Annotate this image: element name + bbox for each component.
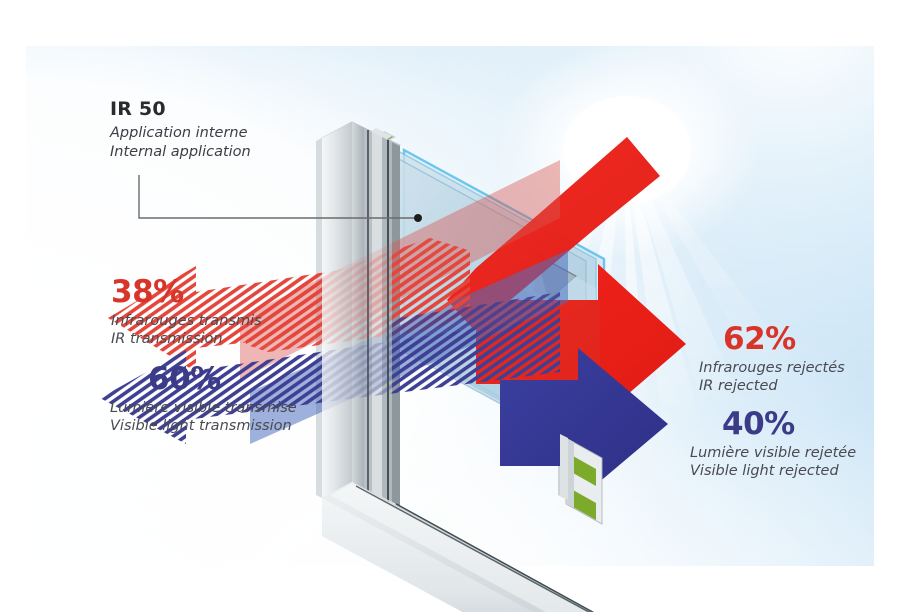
metric-visible-transmission: 60% Lumière visible transmise Visible li… — [110, 361, 297, 436]
callout-line-fr: Application interne — [110, 125, 248, 141]
metric-ir-rejected-label-fr: Infrarouges rejectés — [699, 359, 845, 376]
metric-visible-rejected: 40% Lumière visible rejetée Visible ligh… — [690, 406, 857, 481]
metric-ir-rejected: 62% Infrarouges rejectés IR rejected — [699, 321, 845, 396]
metric-visible-rejected-label-fr: Lumière visible rejetée — [690, 444, 857, 461]
callout-title-block: IR 50 Application interne Internal appli… — [110, 98, 251, 162]
metric-ir-transmission: 38% Infrarouges transmis IR transmission — [111, 274, 262, 349]
visible-rejected-arrowhead — [500, 348, 668, 500]
metric-ir-rejected-value: 62% — [723, 321, 796, 357]
window-frame-overlay — [322, 122, 392, 502]
metric-visible-transmission-label-en: Visible light transmission — [110, 418, 292, 435]
metric-ir-transmission-label-en: IR transmission — [111, 331, 223, 348]
metric-ir-transmission-value: 38% — [111, 274, 184, 310]
metric-visible-rejected-value: 40% — [722, 406, 795, 442]
metric-ir-rejected-label-en: IR rejected — [699, 378, 778, 395]
callout-leader — [138, 175, 422, 222]
metric-visible-rejected-label-en: Visible light rejected — [690, 463, 839, 480]
metric-visible-transmission-value: 60% — [148, 361, 221, 397]
callout-line-en: Internal application — [110, 143, 251, 160]
metric-visible-transmission-label-fr: Lumière visible transmise — [110, 399, 297, 416]
callout-title: IR 50 — [110, 98, 166, 120]
callout-leader-dot — [414, 214, 422, 222]
metric-ir-transmission-label-fr: Infrarouges transmis — [111, 312, 262, 329]
window-frame-sill-front — [322, 434, 603, 612]
